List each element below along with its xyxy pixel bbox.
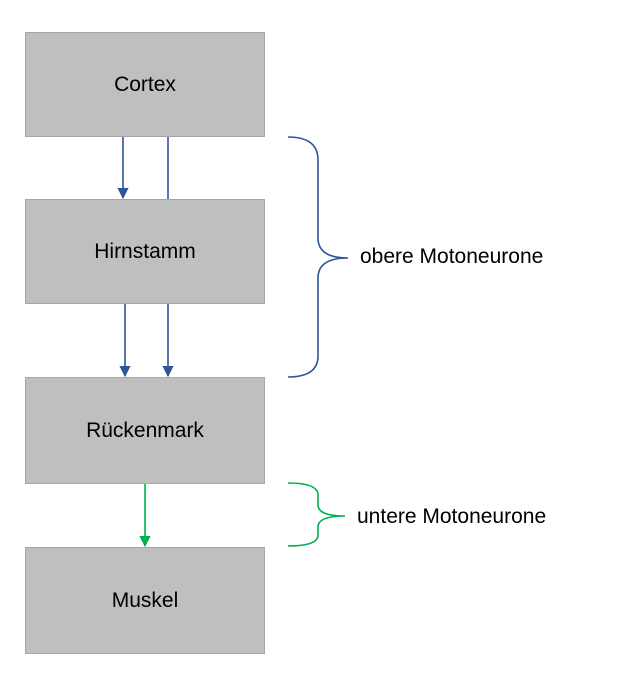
node-hirnstamm: Hirnstamm [25,199,265,304]
node-rueckenmark-label: Rückenmark [86,418,204,442]
node-hirnstamm-label: Hirnstamm [94,239,196,263]
bracket-upper [287,136,349,378]
bracket-lower-label: untere Motoneurone [357,505,547,528]
node-cortex: Cortex [25,32,265,137]
node-rueckenmark: Rückenmark [25,377,265,484]
node-muskel-label: Muskel [111,588,179,612]
node-cortex-label: Cortex [114,72,176,96]
bracket-upper-label: obere Motoneurone [360,245,544,268]
bracket-lower [287,482,346,547]
node-muskel: Muskel [25,547,265,654]
